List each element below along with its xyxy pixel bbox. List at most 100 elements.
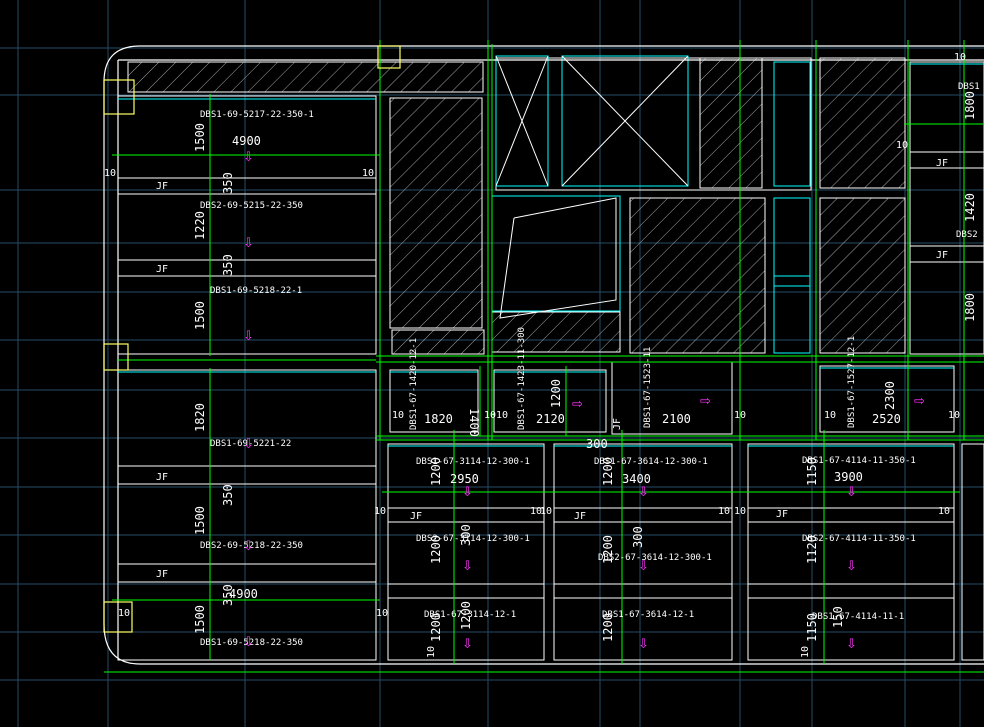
svg-text:JF: JF	[156, 181, 168, 192]
svg-text:DBS1-67-4114-11-350-1: DBS1-67-4114-11-350-1	[802, 456, 916, 466]
svg-text:JF: JF	[574, 511, 586, 522]
tick-numbers: 10 10 10 10 10 10 10 10 10 10 10 10 10 1…	[104, 52, 966, 658]
svg-text:JF: JF	[410, 511, 422, 522]
svg-text:DBS1-69-5218-22-350: DBS1-69-5218-22-350	[200, 638, 303, 648]
svg-text:⇩: ⇩	[846, 485, 857, 500]
svg-text:DBS1-67-1423-11-300: DBS1-67-1423-11-300	[517, 327, 527, 430]
svg-text:⇩: ⇩	[243, 329, 254, 344]
svg-text:DBS1-69-5218-22-1: DBS1-69-5218-22-1	[210, 286, 302, 296]
svg-text:10: 10	[530, 506, 542, 517]
svg-text:DBS1-67-1420-12-1: DBS1-67-1420-12-1	[409, 338, 419, 430]
svg-text:1200: 1200	[601, 457, 615, 486]
svg-text:1200: 1200	[601, 613, 615, 642]
svg-text:300: 300	[631, 526, 645, 548]
svg-text:⇩: ⇩	[243, 236, 254, 251]
svg-text:10: 10	[718, 506, 730, 517]
svg-text:⇩: ⇩	[243, 437, 254, 452]
svg-text:4900: 4900	[232, 134, 261, 148]
svg-text:DBS2-67-3114-12-300-1: DBS2-67-3114-12-300-1	[416, 534, 530, 544]
svg-text:10: 10	[118, 608, 130, 619]
svg-text:1200: 1200	[429, 457, 443, 486]
svg-text:1200: 1200	[429, 535, 443, 564]
svg-text:10: 10	[734, 506, 746, 517]
svg-text:DBS1-67-1523-11: DBS1-67-1523-11	[643, 347, 653, 428]
svg-text:10: 10	[938, 506, 950, 517]
svg-text:DBS2-67-4114-11-350-1: DBS2-67-4114-11-350-1	[802, 534, 916, 544]
svg-text:1500: 1500	[193, 605, 207, 634]
svg-text:10: 10	[362, 168, 374, 179]
svg-text:10: 10	[540, 506, 552, 517]
svg-text:⇩: ⇩	[243, 150, 254, 165]
svg-text:DBS2-67-3614-12-300-1: DBS2-67-3614-12-300-1	[598, 553, 712, 563]
svg-text:1200: 1200	[601, 535, 615, 564]
svg-text:DBS1: DBS1	[958, 82, 980, 92]
svg-text:⇩: ⇩	[638, 559, 649, 574]
svg-text:10: 10	[392, 410, 404, 421]
svg-text:1200: 1200	[429, 613, 443, 642]
svg-text:⇩: ⇩	[846, 637, 857, 652]
svg-text:⇨: ⇨	[700, 394, 711, 409]
svg-text:DBS1-69-5217-22-350-1: DBS1-69-5217-22-350-1	[200, 110, 314, 120]
svg-text:3900: 3900	[834, 470, 863, 484]
svg-text:10: 10	[896, 140, 908, 151]
svg-text:1150: 1150	[805, 613, 819, 642]
svg-text:2300: 2300	[883, 381, 897, 410]
svg-text:2950: 2950	[450, 472, 479, 486]
svg-text:⇨: ⇨	[914, 394, 925, 409]
slab-labels: DBS1-69-5217-22-350-1 DBS2-69-5215-22-35…	[200, 82, 980, 648]
svg-text:1220: 1220	[193, 211, 207, 240]
svg-text:DBS1-67-3114-12-300-1: DBS1-67-3114-12-300-1	[416, 457, 530, 467]
cyan-slab-borders	[118, 63, 984, 447]
svg-text:10: 10	[496, 410, 508, 421]
svg-text:10: 10	[800, 646, 811, 658]
svg-text:DBS1-69-5221-22: DBS1-69-5221-22	[210, 439, 291, 449]
svg-text:1820: 1820	[193, 403, 207, 432]
svg-text:300: 300	[459, 524, 473, 546]
columns	[103, 45, 401, 633]
rebar-lines	[104, 40, 984, 673]
svg-text:JF: JF	[936, 250, 948, 261]
svg-text:JF: JF	[156, 472, 168, 483]
svg-text:350: 350	[221, 254, 235, 276]
svg-text:JF: JF	[156, 264, 168, 275]
svg-text:DBS1-67-3114-12-1: DBS1-67-3114-12-1	[424, 610, 516, 620]
svg-text:DBS1-67-1527-12-1: DBS1-67-1527-12-1	[847, 336, 857, 428]
svg-text:⇩: ⇩	[243, 539, 254, 554]
svg-text:1820: 1820	[424, 412, 453, 426]
svg-text:JF: JF	[156, 569, 168, 580]
jf-labels: JF JF JF JF JF JF JF JF JF JF	[156, 158, 948, 580]
svg-text:300: 300	[586, 437, 608, 451]
svg-text:2520: 2520	[872, 412, 901, 426]
svg-text:DBS2-69-5218-22-350: DBS2-69-5218-22-350	[200, 541, 303, 551]
svg-text:1420: 1420	[963, 193, 977, 222]
svg-text:JF: JF	[936, 158, 948, 169]
svg-text:1400: 1400	[467, 408, 481, 437]
svg-text:3400: 3400	[622, 472, 651, 486]
svg-text:DBS1-67-4114-11-1: DBS1-67-4114-11-1	[812, 612, 904, 622]
svg-text:2100: 2100	[662, 412, 691, 426]
svg-text:1800: 1800	[963, 293, 977, 322]
svg-text:⇩: ⇩	[243, 635, 254, 650]
svg-text:DBS1-67-3614-12-1: DBS1-67-3614-12-1	[602, 610, 694, 620]
svg-text:350: 350	[221, 584, 235, 606]
svg-text:4900: 4900	[229, 587, 258, 601]
svg-text:150: 150	[831, 606, 845, 628]
svg-text:⇨: ⇨	[572, 397, 583, 412]
svg-text:⇩: ⇩	[462, 485, 473, 500]
dimension-texts: 4900 4900 1500 350 1220 350 1500 1820 35…	[193, 91, 977, 642]
svg-text:10: 10	[104, 168, 116, 179]
svg-text:1200: 1200	[549, 379, 563, 408]
svg-text:⇩: ⇩	[462, 637, 473, 652]
svg-text:10: 10	[954, 52, 966, 63]
svg-text:10: 10	[824, 410, 836, 421]
svg-text:1500: 1500	[193, 506, 207, 535]
svg-text:10: 10	[376, 608, 388, 619]
hatched-areas	[127, 57, 906, 355]
svg-text:350: 350	[221, 484, 235, 506]
svg-text:⇩: ⇩	[638, 485, 649, 500]
svg-text:⇩: ⇩	[846, 559, 857, 574]
svg-text:1150: 1150	[805, 457, 819, 486]
svg-text:1500: 1500	[193, 301, 207, 330]
svg-text:⇩: ⇩	[638, 637, 649, 652]
